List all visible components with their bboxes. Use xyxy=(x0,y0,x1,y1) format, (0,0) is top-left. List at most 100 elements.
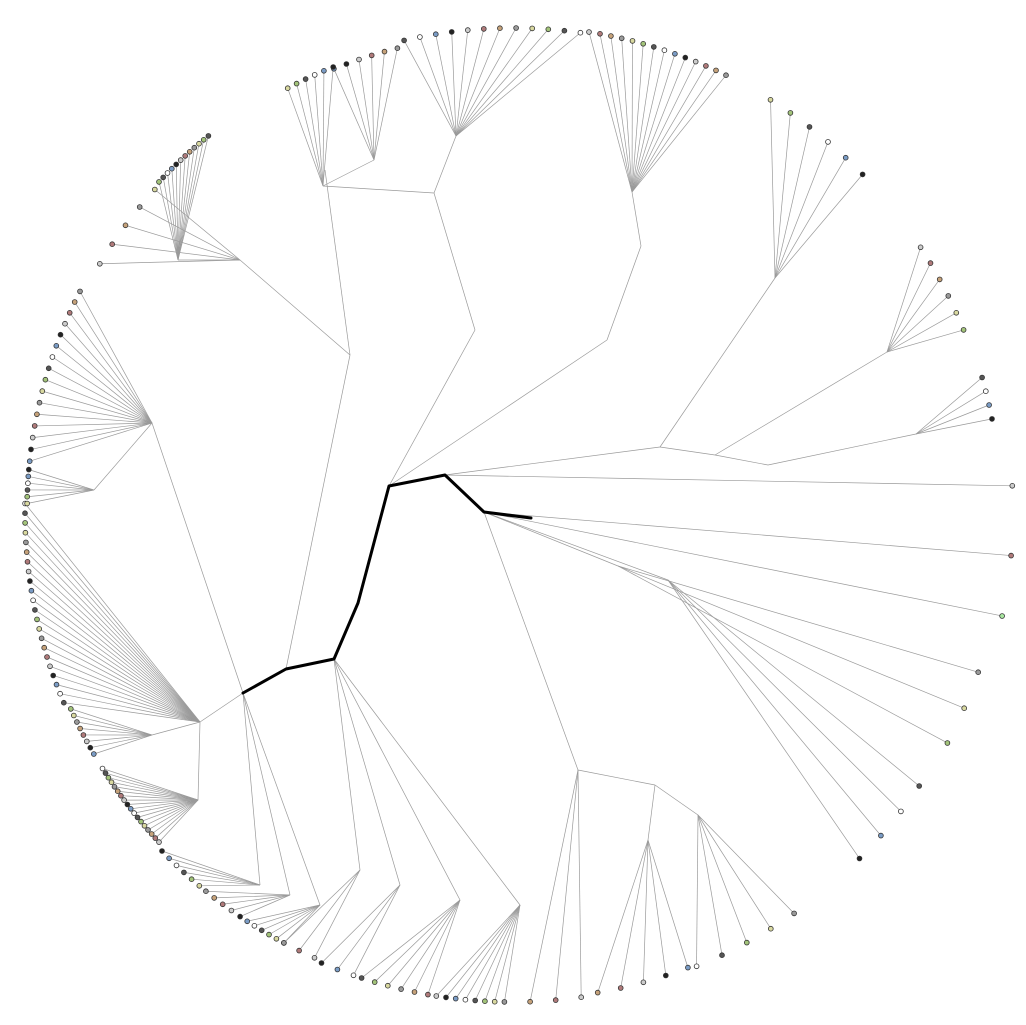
leaf-node[interactable] xyxy=(39,388,46,394)
leaf-node[interactable] xyxy=(38,635,45,642)
leaf-node[interactable] xyxy=(28,446,34,453)
tree-leaves[interactable] xyxy=(22,25,1016,1005)
leaf-node[interactable] xyxy=(767,925,774,932)
leaf-node[interactable] xyxy=(131,810,137,816)
leaf-node[interactable] xyxy=(662,972,669,979)
leaf-node[interactable] xyxy=(806,124,813,130)
leaf-node[interactable] xyxy=(334,966,341,973)
leaf-node[interactable] xyxy=(650,44,657,50)
leaf-node[interactable] xyxy=(452,995,459,1002)
leaf-node[interactable] xyxy=(66,309,73,316)
leaf-node[interactable] xyxy=(23,539,29,546)
leaf-node[interactable] xyxy=(203,888,209,894)
leaf-node[interactable] xyxy=(22,510,28,517)
leaf-node[interactable] xyxy=(159,848,165,854)
leaf-node[interactable] xyxy=(26,458,33,465)
leaf-node[interactable] xyxy=(577,29,584,36)
leaf-node[interactable] xyxy=(597,30,603,37)
leaf-node[interactable] xyxy=(1008,552,1014,559)
leaf-node[interactable] xyxy=(71,299,78,305)
leaf-node[interactable] xyxy=(87,744,94,751)
leaf-node[interactable] xyxy=(251,922,258,929)
leaf-node[interactable] xyxy=(41,644,47,651)
leaf-node[interactable] xyxy=(640,979,647,986)
leaf-node[interactable] xyxy=(173,862,180,869)
leaf-node[interactable] xyxy=(196,140,202,147)
leaf-node[interactable] xyxy=(975,669,981,675)
leaf-node[interactable] xyxy=(281,940,287,946)
leaf-node[interactable] xyxy=(114,788,121,794)
leaf-node[interactable] xyxy=(953,309,960,316)
leaf-node[interactable] xyxy=(62,320,68,327)
leaf-node[interactable] xyxy=(411,989,418,995)
leaf-node[interactable] xyxy=(743,939,750,946)
leaf-node[interactable] xyxy=(356,56,362,63)
leaf-node[interactable] xyxy=(330,64,337,70)
leaf-node[interactable] xyxy=(723,72,729,78)
leaf-node[interactable] xyxy=(472,997,479,1004)
leaf-node[interactable] xyxy=(121,797,127,803)
leaf-node[interactable] xyxy=(381,48,388,55)
leaf-node[interactable] xyxy=(164,170,171,176)
leaf-node[interactable] xyxy=(999,613,1005,619)
leaf-node[interactable] xyxy=(258,927,265,934)
leaf-node[interactable] xyxy=(124,801,131,808)
leaf-node[interactable] xyxy=(417,34,423,40)
leaf-node[interactable] xyxy=(99,765,106,772)
leaf-node[interactable] xyxy=(160,174,167,181)
leaf-node[interactable] xyxy=(859,171,866,178)
leaf-node[interactable] xyxy=(219,901,226,908)
leaf-node[interactable] xyxy=(49,354,56,360)
leaf-node[interactable] xyxy=(425,991,431,998)
leaf-node[interactable] xyxy=(961,705,967,711)
leaf-node[interactable] xyxy=(105,774,112,781)
leaf-node[interactable] xyxy=(25,466,32,473)
leaf-node[interactable] xyxy=(118,792,124,799)
leaf-node[interactable] xyxy=(237,913,243,920)
leaf-node[interactable] xyxy=(25,568,32,575)
leaf-node[interactable] xyxy=(986,402,992,408)
leaf-node[interactable] xyxy=(480,26,487,32)
leaf-node[interactable] xyxy=(982,388,989,395)
leaf-node[interactable] xyxy=(145,827,151,833)
leaf-node[interactable] xyxy=(672,50,678,57)
leaf-node[interactable] xyxy=(23,549,30,555)
leaf-node[interactable] xyxy=(545,26,552,33)
leaf-node[interactable] xyxy=(960,327,967,333)
leaf-node[interactable] xyxy=(196,882,203,889)
leaf-node[interactable] xyxy=(767,97,774,103)
leaf-node[interactable] xyxy=(318,960,325,966)
leaf-node[interactable] xyxy=(74,719,80,725)
leaf-node[interactable] xyxy=(856,855,863,862)
leaf-node[interactable] xyxy=(156,839,162,845)
leaf-node[interactable] xyxy=(47,663,53,670)
leaf-node[interactable] xyxy=(28,587,35,594)
leaf-node[interactable] xyxy=(296,947,302,954)
leaf-node[interactable] xyxy=(166,855,172,862)
leaf-node[interactable] xyxy=(25,473,32,480)
leaf-node[interactable] xyxy=(141,822,148,829)
leaf-node[interactable] xyxy=(401,37,407,44)
leaf-node[interactable] xyxy=(448,29,455,35)
leaf-node[interactable] xyxy=(173,161,180,168)
leaf-node[interactable] xyxy=(57,331,64,338)
leaf-node[interactable] xyxy=(936,276,943,283)
leaf-node[interactable] xyxy=(102,770,109,776)
leaf-node[interactable] xyxy=(916,783,922,789)
leaf-node[interactable] xyxy=(29,434,36,441)
leaf-node[interactable] xyxy=(618,35,625,42)
leaf-node[interactable] xyxy=(108,779,115,785)
leaf-node[interactable] xyxy=(398,986,404,992)
leaf-node[interactable] xyxy=(945,293,952,299)
leaf-node[interactable] xyxy=(682,54,689,61)
leaf-node[interactable] xyxy=(661,47,668,53)
leaf-node[interactable] xyxy=(979,374,985,381)
leaf-node[interactable] xyxy=(394,45,401,51)
leaf-node[interactable] xyxy=(182,153,189,159)
leaf-node[interactable] xyxy=(109,241,115,248)
leaf-node[interactable] xyxy=(97,260,103,267)
leaf-node[interactable] xyxy=(148,831,155,837)
leaf-node[interactable] xyxy=(917,244,924,251)
leaf-node[interactable] xyxy=(692,58,699,65)
leaf-node[interactable] xyxy=(693,963,700,970)
